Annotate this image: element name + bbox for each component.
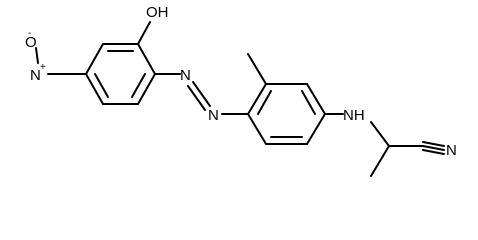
methyl-bond <box>247 53 267 85</box>
hydroxyl-label: OH <box>146 4 169 21</box>
methylphenyl-ring <box>247 83 326 145</box>
azo-nitrogen-2-label: N <box>208 107 219 124</box>
azo-bridge: N N <box>154 67 249 124</box>
nitro-nitrogen-charge: + <box>40 62 46 73</box>
nitro-nitrogen-label: N <box>30 67 41 84</box>
hydroxyl-bond <box>137 21 151 45</box>
azo-nitrogen-1-label: N <box>180 67 191 84</box>
nitrile-nitrogen-label: N <box>446 142 457 159</box>
chemical-structure-diagram: OH N + O - N N NH N <box>25 4 457 177</box>
nitro-n-o-bond <box>35 47 39 64</box>
propanenitrile-chain: N <box>370 121 457 177</box>
nitro-oxygen-charge: - <box>28 28 31 39</box>
nitro-oxygen-label: O <box>25 34 37 51</box>
amine-label: NH <box>343 107 365 124</box>
nitrophenol-ring <box>85 43 156 105</box>
